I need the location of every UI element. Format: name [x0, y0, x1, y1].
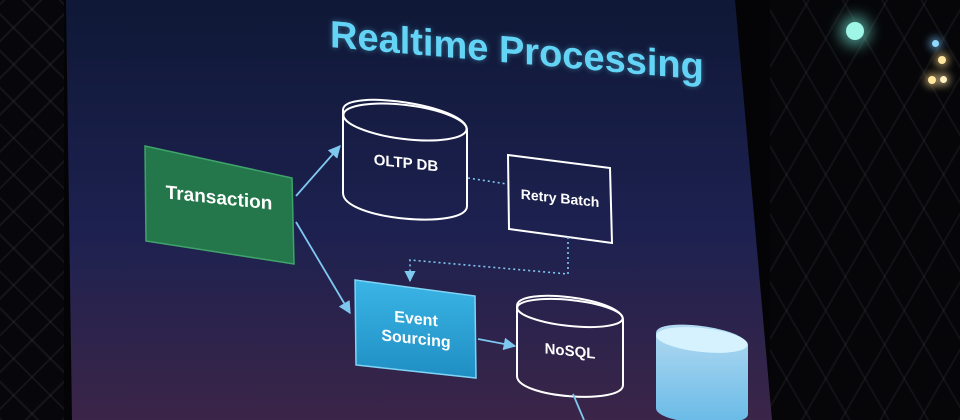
arrow-transaction-to-event: [295, 221, 351, 315]
line-nosql-down: [572, 393, 585, 420]
right-truss: [770, 0, 960, 420]
arrow-event-to-nosql: [477, 337, 517, 351]
arrow-transaction-to-oltp: [295, 145, 341, 197]
transaction-node: [144, 145, 295, 265]
oltp-db-node: [342, 98, 468, 221]
dotted-retry-to-event: [404, 237, 569, 283]
left-truss: [0, 0, 64, 420]
event-sourcing-node: [354, 279, 477, 379]
stage-light-icon: [932, 40, 939, 47]
stage-light-icon: [846, 22, 864, 40]
stage-light-icon: [940, 76, 947, 83]
nosql-node: [516, 294, 624, 398]
projection-screen: [66, 0, 772, 420]
dotted-oltp-to-retry: [467, 177, 508, 185]
stage-light-icon: [938, 56, 946, 64]
stage-light-icon: [928, 76, 936, 84]
blue-database-icon: [656, 324, 748, 420]
retry-batch-node: [506, 153, 614, 245]
